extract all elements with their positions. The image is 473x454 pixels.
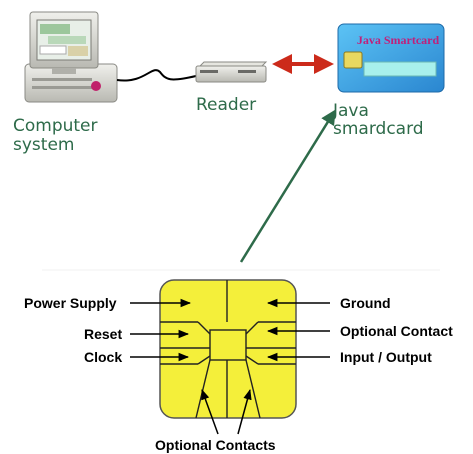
reader-label: Reader bbox=[196, 95, 256, 115]
label-power-supply: Power Supply bbox=[24, 295, 117, 311]
cable-line bbox=[116, 69, 197, 82]
label-ground: Ground bbox=[340, 295, 391, 311]
smartcard-icon: Java Smartcard bbox=[337, 23, 445, 93]
pointer-optional-contact-b bbox=[237, 388, 252, 435]
computer-label-line1: Computer bbox=[13, 116, 98, 136]
pointer-optional-contact-a bbox=[201, 389, 219, 435]
chip-contact-pad bbox=[159, 279, 297, 419]
card-title: Java Smartcard bbox=[357, 33, 440, 47]
card-label-line1: Java bbox=[332, 101, 369, 121]
card-label-line2: smardcard bbox=[333, 119, 424, 139]
label-optional-contacts: Optional Contacts bbox=[155, 437, 276, 453]
label-input-output: Input / Output bbox=[340, 349, 432, 365]
computer-icon bbox=[24, 11, 118, 103]
reader-icon bbox=[195, 61, 268, 83]
label-clock: Clock bbox=[84, 349, 122, 365]
label-reset: Reset bbox=[84, 326, 122, 342]
pointer-arrow bbox=[239, 109, 336, 263]
label-optional-contact: Optional Contact bbox=[340, 323, 453, 339]
computer-label-line2: system bbox=[13, 135, 74, 155]
